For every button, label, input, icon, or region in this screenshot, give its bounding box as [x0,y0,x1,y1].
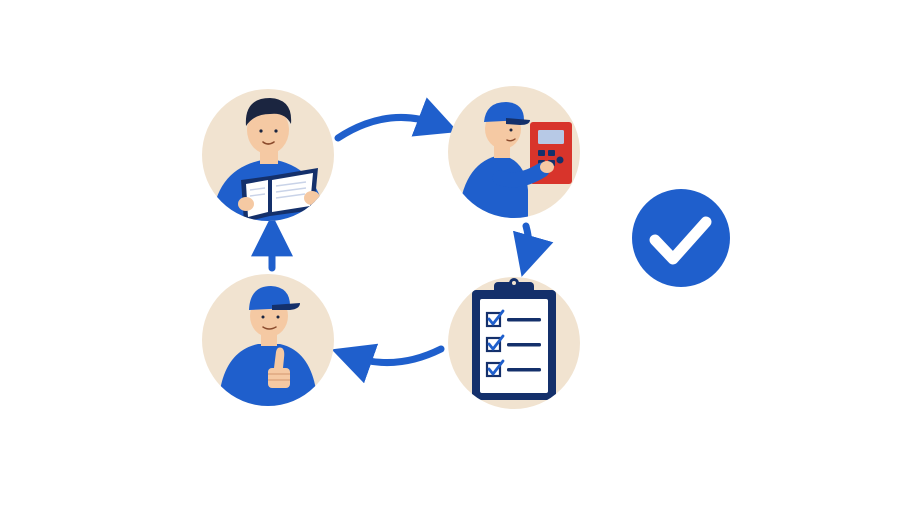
checklist-item-2 [485,334,541,353]
arrow-operate-to-checklist [512,222,554,277]
step-operate [448,86,580,218]
step-approve [202,274,334,406]
arrow-checklist-to-approve [331,343,445,384]
check-badge-icon [632,189,730,287]
clipboard-checklist-icon [472,278,556,400]
thumbs-up-icon [268,347,290,388]
person-thumbs-up-icon [218,286,318,406]
checklist-item-3 [485,359,541,378]
person-reading-manual-icon [212,98,326,221]
arrow-study-to-operate [334,97,459,142]
checklist-item-1 [485,309,541,328]
step-study [202,89,334,221]
step-checklist [448,277,580,409]
